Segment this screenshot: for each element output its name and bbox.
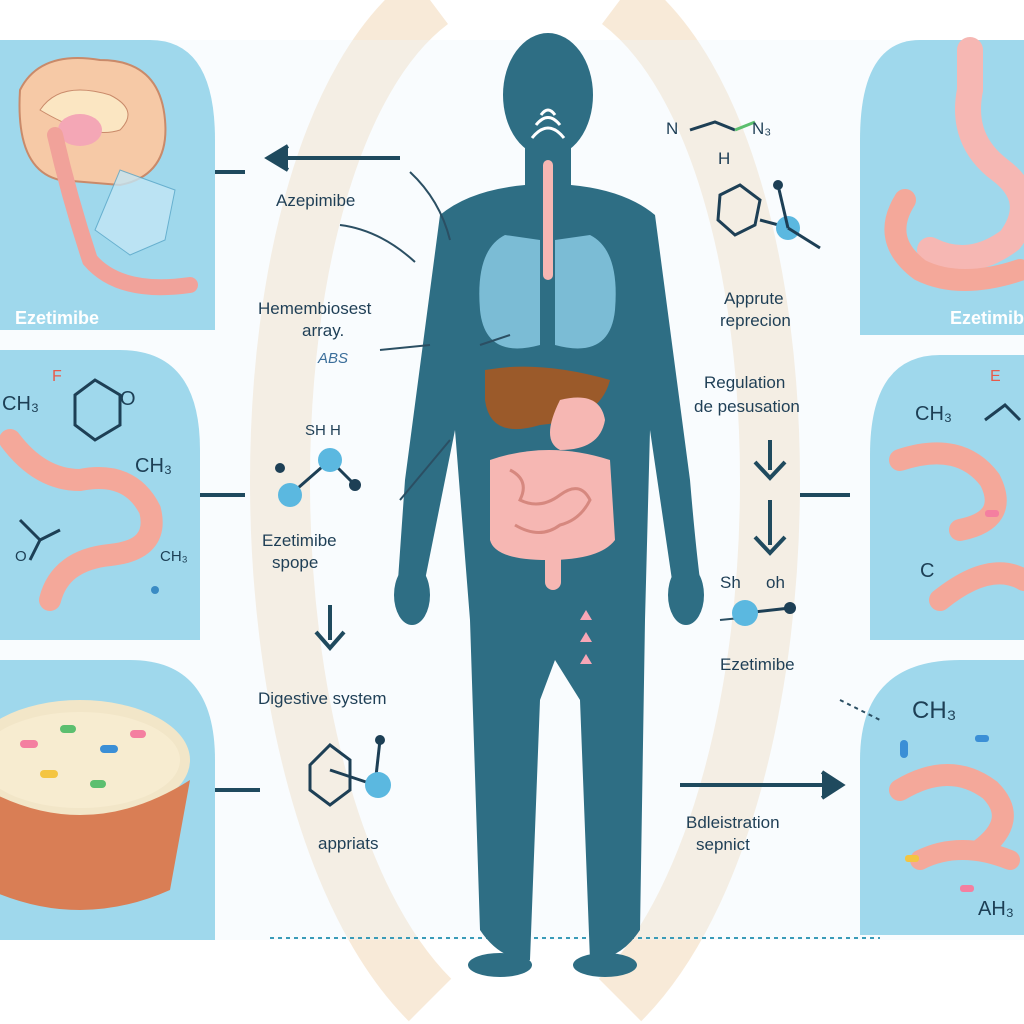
brain-skull-panel bbox=[0, 40, 215, 330]
label-digestive-system: Digestive system bbox=[258, 689, 387, 708]
formula-n3: N₃ bbox=[752, 119, 772, 138]
brain-panel-label: Ezetimibe bbox=[15, 308, 100, 328]
label-ezetimibe-right: Ezetimibe bbox=[720, 655, 795, 674]
center-arrows bbox=[264, 144, 846, 800]
label-apprute-1: Apprute bbox=[724, 289, 784, 308]
left-formula-ch3c: CH₃ bbox=[160, 548, 188, 565]
right-formula-e: E bbox=[990, 368, 1001, 385]
left-formula-f: F bbox=[52, 368, 62, 385]
label-hemembiosest: Hemembiosest bbox=[258, 299, 372, 318]
label-abs: ABS bbox=[318, 350, 349, 367]
pink-markers bbox=[580, 610, 592, 664]
organs bbox=[479, 108, 616, 590]
molecule-models bbox=[275, 120, 821, 807]
left-formula-ch3b: CH₃ bbox=[135, 455, 173, 477]
stomach-panel-label: Ezetimibe bbox=[950, 308, 1024, 328]
label-regulation-2: de pesusation bbox=[694, 397, 800, 416]
label-regulation-1: Regulation bbox=[704, 373, 786, 392]
panel-connectors bbox=[200, 170, 850, 792]
label-bdleistration-1: Bdleistration bbox=[686, 813, 780, 832]
stomach-panel bbox=[860, 37, 1024, 335]
bottom-right-ah3: AH₃ bbox=[978, 898, 1014, 920]
label-array: array. bbox=[302, 321, 345, 340]
label-sh-h: SH H bbox=[305, 422, 341, 439]
label-ezetimibe-spope-2: spope bbox=[272, 553, 319, 572]
label-oh: oh bbox=[766, 573, 785, 592]
label-appriats: appriats bbox=[318, 834, 379, 853]
bowl-panel bbox=[0, 660, 215, 940]
right-formula-ch3: CH₃ bbox=[915, 403, 953, 425]
bottom-right-ch3: CH₃ bbox=[912, 697, 957, 724]
formula-h: H bbox=[718, 149, 731, 168]
left-formula-o2: O bbox=[15, 548, 27, 565]
label-sh: Sh bbox=[720, 573, 741, 592]
right-formula-c: C bbox=[920, 560, 935, 582]
label-bdleistration-2: sepnict bbox=[696, 835, 750, 854]
left-formula-ch3: CH₃ bbox=[2, 393, 40, 415]
left-molecule-panel bbox=[0, 350, 200, 640]
annotation-arrows bbox=[339, 171, 881, 721]
right-molecule-panel bbox=[870, 355, 1024, 640]
label-ezetimibe-spope-1: Ezetimibe bbox=[262, 531, 337, 550]
label-apprute-2: reprecion bbox=[720, 311, 791, 330]
right-bottom-panel bbox=[860, 660, 1024, 935]
label-azepimibe: Azepimibe bbox=[276, 191, 356, 210]
formula-n: N bbox=[666, 119, 679, 138]
left-formula-o: O bbox=[120, 388, 136, 410]
